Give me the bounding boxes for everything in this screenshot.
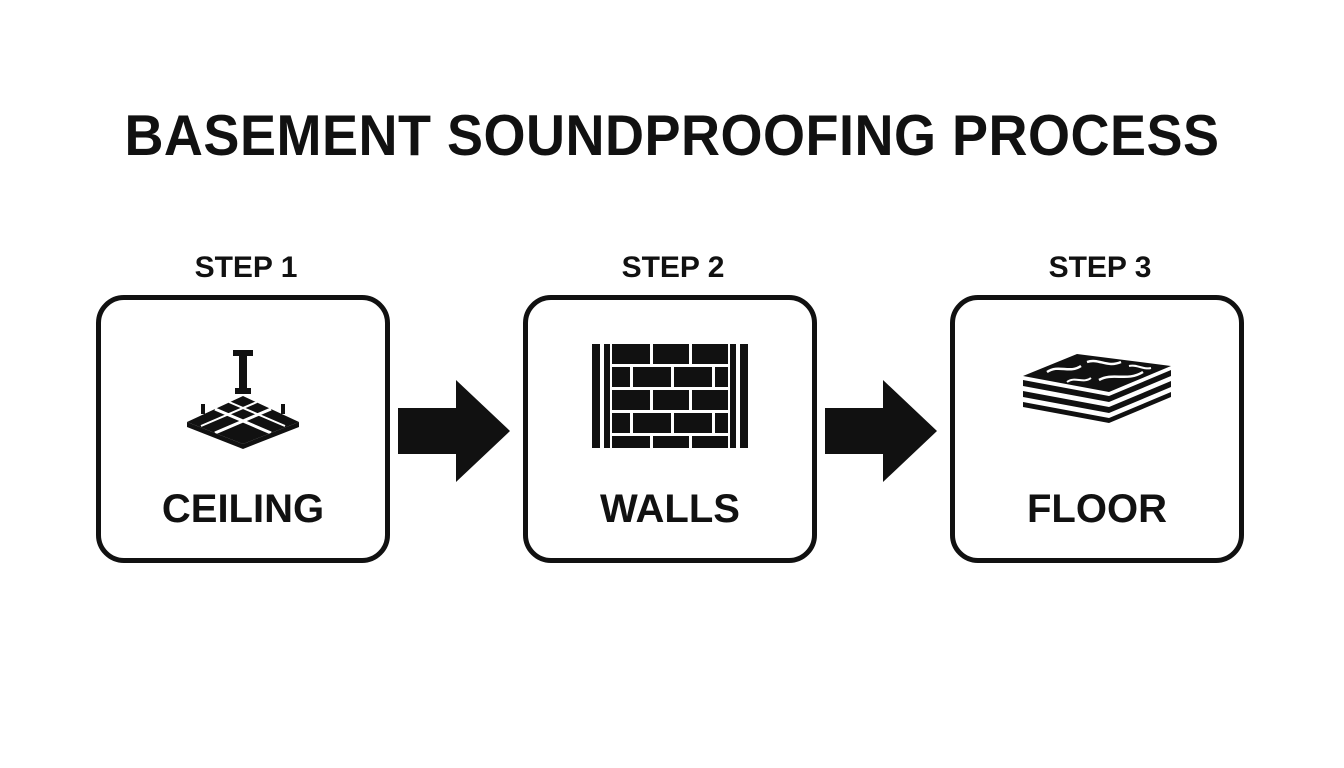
ceiling-tile-icon <box>101 340 385 470</box>
step-1-label: STEP 1 <box>194 251 298 284</box>
arrow-right-icon <box>398 380 510 482</box>
floor-layers-icon <box>955 340 1239 470</box>
step-1-box: CEILING <box>96 295 390 563</box>
step-3-title: FLOOR <box>1027 487 1167 531</box>
arrow-right-icon <box>825 380 937 482</box>
step-2-title: WALLS <box>600 487 740 531</box>
brick-wall-icon <box>528 340 812 470</box>
step-2-label: STEP 2 <box>621 251 725 284</box>
diagram-title: BASEMENT SOUNDPROOFING PROCESS <box>124 104 1220 168</box>
step-3-label: STEP 3 <box>1048 251 1152 284</box>
step-3-box: FLOOR <box>950 295 1244 563</box>
step-2-box: WALLS <box>523 295 817 563</box>
step-1-title: CEILING <box>161 487 325 531</box>
